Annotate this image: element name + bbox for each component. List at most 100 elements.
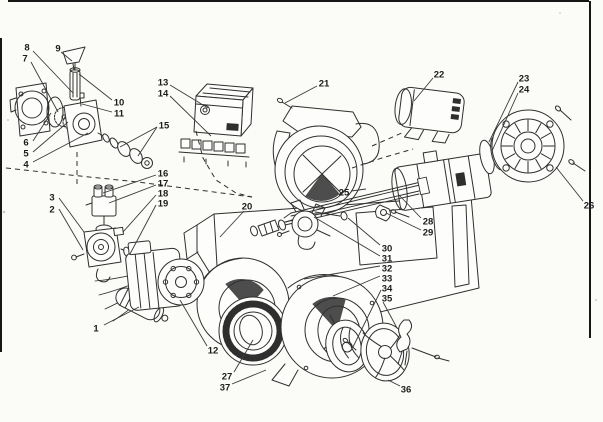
callout-number-22: 22 [434, 70, 445, 81]
callout-number-25: 25 [339, 188, 350, 199]
callout-number-33: 33 [382, 274, 393, 285]
leader-line-20 [219, 210, 245, 238]
leader-line-10 [78, 73, 113, 101]
leader-line-22 [413, 77, 434, 102]
callout-number-24: 24 [519, 85, 530, 96]
part-terminal-block [178, 138, 250, 168]
part-end-cap [491, 109, 565, 183]
leader-line-29 [385, 212, 422, 231]
scan-frame [0, 0, 591, 352]
part-motor-2 [394, 86, 465, 144]
leader-line-15 [137, 126, 158, 157]
leader-line-6 [32, 112, 52, 142]
leader-line-31 [313, 216, 381, 257]
callout-number-34: 34 [382, 284, 393, 295]
part-clamp [375, 204, 410, 222]
part-blast-tube [391, 150, 492, 211]
callout-number-1: 1 [93, 324, 99, 335]
leader-line-4 [32, 132, 89, 163]
callout-number-36: 36 [401, 385, 412, 396]
callout-number-30: 30 [382, 244, 393, 255]
callout-number-14: 14 [158, 89, 169, 100]
leader-line-17 [108, 184, 157, 204]
callout-number-27: 27 [222, 372, 233, 383]
leader-line-21 [284, 85, 318, 104]
callout-number-29: 29 [423, 228, 434, 239]
callout-number-3: 3 [49, 193, 54, 204]
leader-line-14 [169, 95, 212, 137]
leader-line-28 [398, 194, 422, 219]
leader-line-36 [387, 379, 401, 387]
dashed-boundary-4 [371, 131, 405, 147]
part-solenoid-valve [85, 184, 117, 234]
callout-number-10: 10 [114, 98, 125, 109]
group-boundary-dashes [5, 130, 414, 198]
leader-line-8 [32, 50, 74, 94]
leader-line-11 [81, 103, 113, 113]
leader-line-37 [231, 369, 267, 385]
leader-line-23 [488, 81, 519, 143]
leader-line-33 [332, 275, 381, 297]
part-volute-housing [272, 97, 380, 215]
leader-line-2 [58, 208, 84, 251]
part-motor-flange [157, 258, 205, 306]
part-control-box [193, 83, 254, 137]
leader-line-26 [555, 166, 584, 202]
part-electrode-bracket [396, 319, 450, 366]
callout-number-6: 6 [23, 138, 28, 149]
callout-number-28: 28 [423, 217, 434, 228]
leader-line-13 [169, 84, 209, 109]
leader-line-5 [32, 121, 69, 153]
leader-line-7 [30, 61, 59, 113]
part-pump-flange [9, 82, 51, 137]
dashed-boundary-2 [195, 130, 253, 198]
callout-number-31: 31 [382, 254, 393, 265]
leader-line-18 [122, 194, 157, 233]
callout-number-32: 32 [382, 264, 393, 275]
part-fan-wheel [218, 296, 288, 366]
part-screws-end-cap [554, 105, 586, 172]
leader-line-27 [233, 339, 254, 373]
leader-line-12 [179, 299, 208, 347]
part-pump-gasket [46, 96, 64, 128]
part-air-regulator [277, 199, 331, 250]
part-screw-diffuser [342, 337, 357, 351]
part-coupling-set [97, 132, 153, 169]
dashed-boundary-1 [5, 167, 253, 198]
leader-line-34 [352, 289, 382, 348]
part-diffuser-disc [325, 319, 369, 373]
leader-line-32 [303, 265, 381, 280]
callout-number-21: 21 [319, 79, 330, 90]
callout-number-37: 37 [220, 383, 231, 394]
leader-line-3 [58, 197, 85, 233]
leader-line-35 [382, 301, 398, 329]
part-pump-body [63, 92, 103, 148]
callout-number-20: 20 [242, 202, 253, 213]
scan-noise [2, 12, 597, 301]
leader-line-30 [347, 217, 381, 246]
part-nozzle-assembly [250, 211, 348, 237]
callout-number-9: 9 [55, 44, 60, 55]
leader-line-9 [60, 51, 73, 62]
leader-line-1 [103, 306, 140, 326]
callout-number-2: 2 [49, 205, 54, 216]
leader-line-19 [129, 204, 157, 255]
callout-number-23: 23 [519, 74, 530, 85]
callout-number-12: 12 [208, 346, 219, 357]
callout-number-15: 15 [159, 121, 170, 132]
dashed-boundary-3 [351, 148, 414, 169]
callout-number-8: 8 [24, 43, 29, 54]
callout-number-16: 16 [158, 169, 169, 180]
leader-line-16 [102, 174, 157, 194]
callout-number-18: 18 [158, 189, 169, 200]
leader-line-25 [350, 188, 367, 192]
callout-number-4: 4 [23, 160, 29, 171]
callout-number-11: 11 [114, 109, 125, 120]
callout-number-5: 5 [23, 149, 29, 160]
callout-number-7: 7 [22, 54, 27, 65]
callout-number-35: 35 [382, 294, 393, 305]
callout-number-19: 19 [158, 199, 169, 210]
